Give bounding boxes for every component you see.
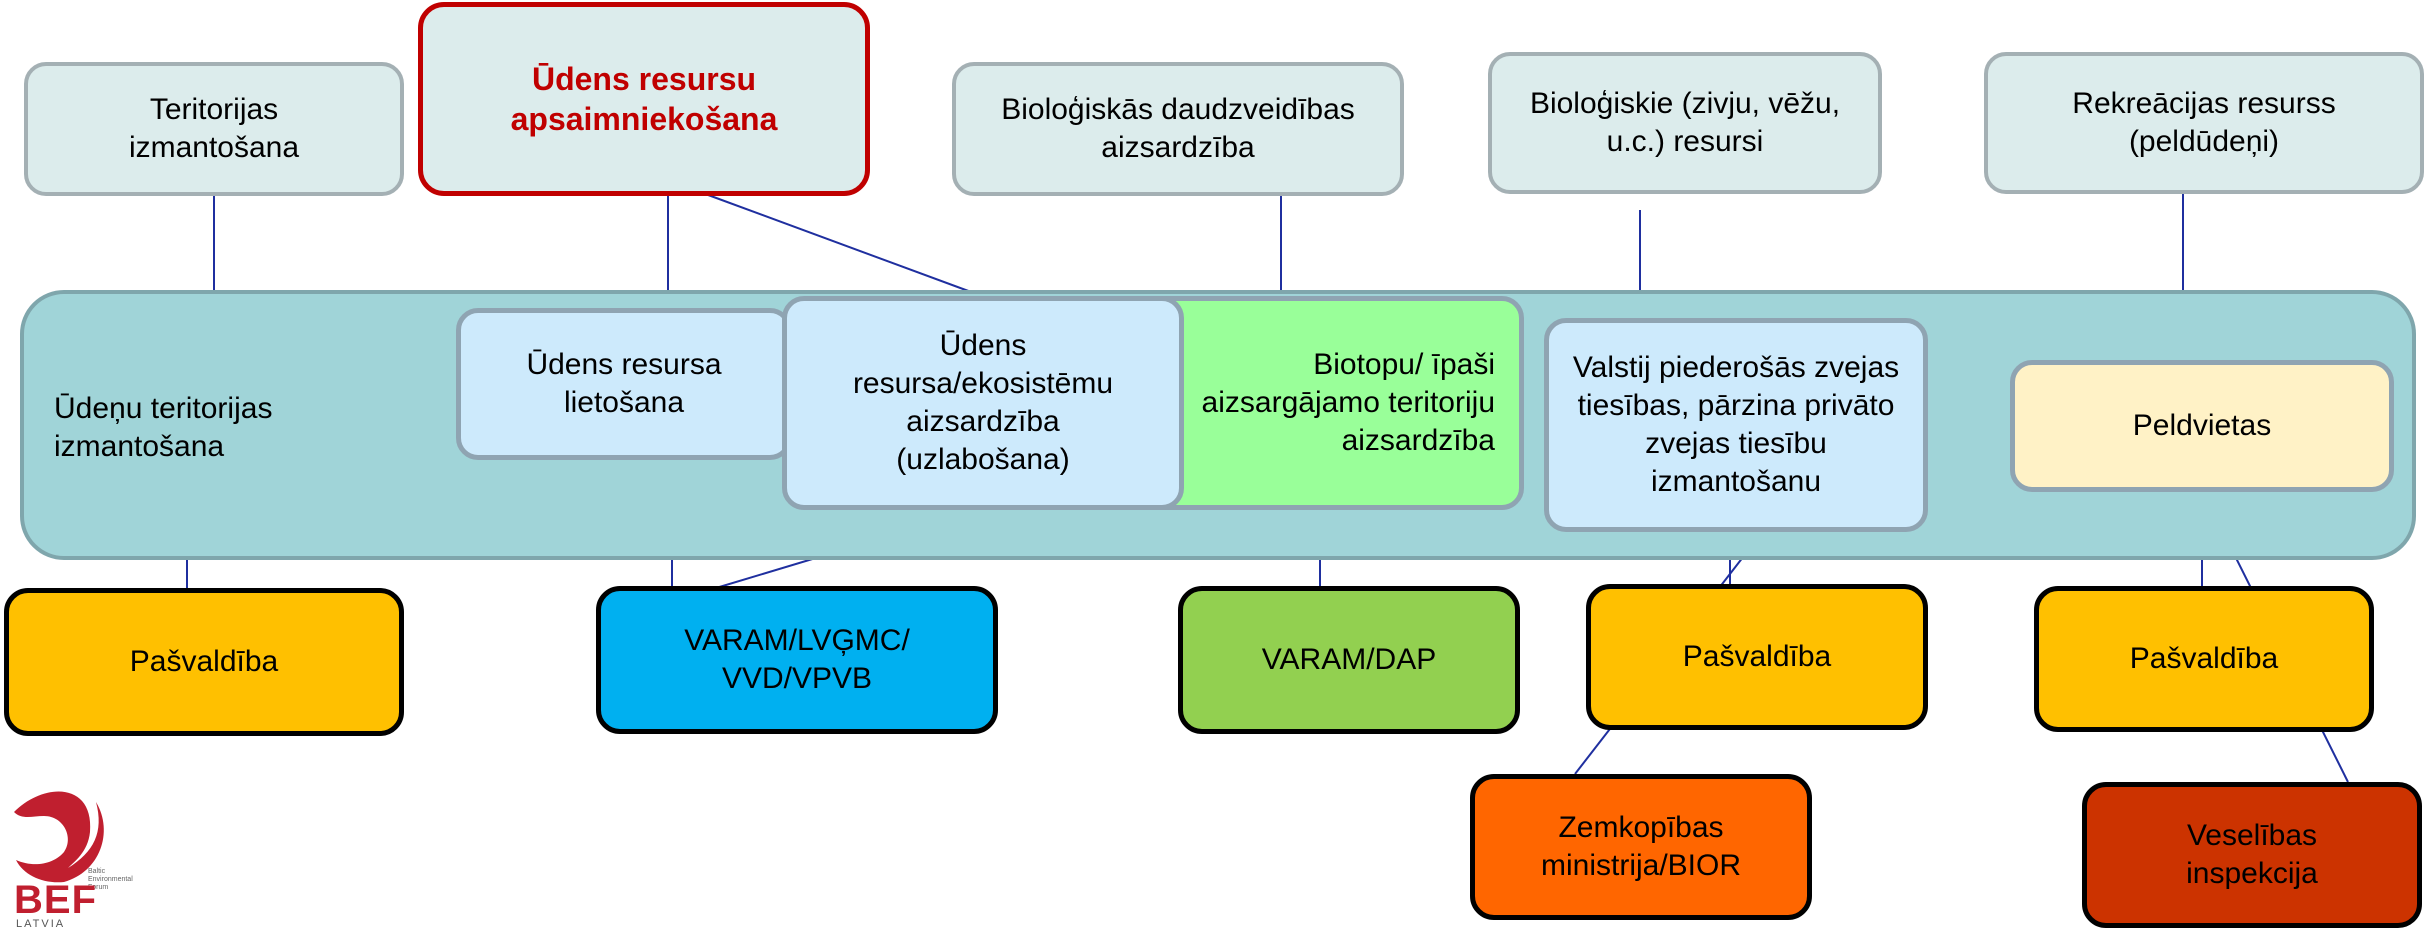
category-teritorijas: Teritorijas izmantošana [24, 62, 404, 196]
item-zvejas-tiesibas: Valstij piederošās zvejas tiesības, pārz… [1544, 318, 1928, 532]
item-peldvietas: Peldvietas [2010, 360, 2394, 492]
item-zvejas-label: Valstij piederošās zvejas tiesības, pārz… [1572, 351, 1900, 498]
item-ekosistemu-aizsardziba: Ūdens resursa/ekosistēmu aizsardzība (uz… [782, 296, 1184, 510]
bef-logo-sub: LATVIA [16, 918, 66, 930]
item-udens-resursa-lietosana: Ūdens resursa lietošana [456, 308, 792, 460]
authority-pasvaldiba-1: Pašvaldība [4, 588, 404, 736]
bef-logo-small-text: Baltic Environmental Forum [88, 868, 133, 891]
category-teritorijas-label: Teritorijas izmantošana [128, 93, 300, 164]
item-aizsardziba-label: Ūdens resursa/ekosistēmu aizsardzība (uz… [852, 329, 1114, 476]
authority-pasvaldiba-3: Pašvaldība [2034, 586, 2374, 732]
authority-varam-dap-label: VARAM/DAP [1261, 643, 1437, 676]
authority-varam-dap: VARAM/DAP [1178, 586, 1520, 734]
category-rekreacijas: Rekreācijas resurss (peldūdeņi) [1984, 52, 2424, 194]
authority-pasvaldiba-1-label: Pašvaldība [129, 645, 279, 678]
category-udens-resursu: Ūdens resursu apsaimniekošana [418, 2, 870, 196]
category-rekreacijas-label: Rekreācijas resurss (peldūdeņi) [2072, 87, 2336, 158]
category-biologiskie-label: Bioloģiskie (zivju, vēžu, u.c.) resursi [1529, 87, 1841, 158]
item-lietosana-label: Ūdens resursa lietošana [526, 348, 722, 419]
band-label: Ūdeņu teritorijas izmantošana [54, 392, 273, 463]
authority-varam-lvgmc: VARAM/LVĢMC/ VVD/VPVB [596, 586, 998, 734]
authority-varam-lvgmc-label: VARAM/LVĢMC/ VVD/VPVB [684, 624, 910, 695]
item-peldvietas-label: Peldvietas [2132, 409, 2272, 442]
bef-logo-mark [14, 791, 104, 883]
bef-logo-text: BEF [14, 878, 97, 922]
authority-pasvaldiba-2: Pašvaldība [1586, 584, 1928, 730]
category-biologiskas-label: Bioloģiskās daudzveidības aizsardzība [1001, 93, 1355, 164]
authority-zemkopibas: Zemkopības ministrija/BIOR [1470, 774, 1812, 920]
item-biotopu-label: Biotopu/ īpaši aizsargājamo teritoriju a… [1201, 348, 1495, 457]
authority-veselibas-label: Veselības inspekcija [2186, 819, 2318, 890]
category-udens-resursu-label: Ūdens resursu apsaimniekošana [510, 61, 778, 137]
category-biologiskas: Bioloģiskās daudzveidības aizsardzība [952, 62, 1404, 196]
authority-pasvaldiba-3-label: Pašvaldība [2129, 642, 2279, 675]
connector-udens-aizsardziba [699, 191, 983, 297]
category-biologiskie: Bioloģiskie (zivju, vēžu, u.c.) resursi [1488, 52, 1882, 194]
authority-veselibas: Veselības inspekcija [2082, 782, 2422, 928]
authority-pasvaldiba-2-label: Pašvaldība [1682, 640, 1832, 673]
item-biotopu-aizsardziba: Biotopu/ īpaši aizsargājamo teritoriju a… [1134, 296, 1524, 510]
authority-zemkopibas-label: Zemkopības ministrija/BIOR [1540, 811, 1742, 882]
